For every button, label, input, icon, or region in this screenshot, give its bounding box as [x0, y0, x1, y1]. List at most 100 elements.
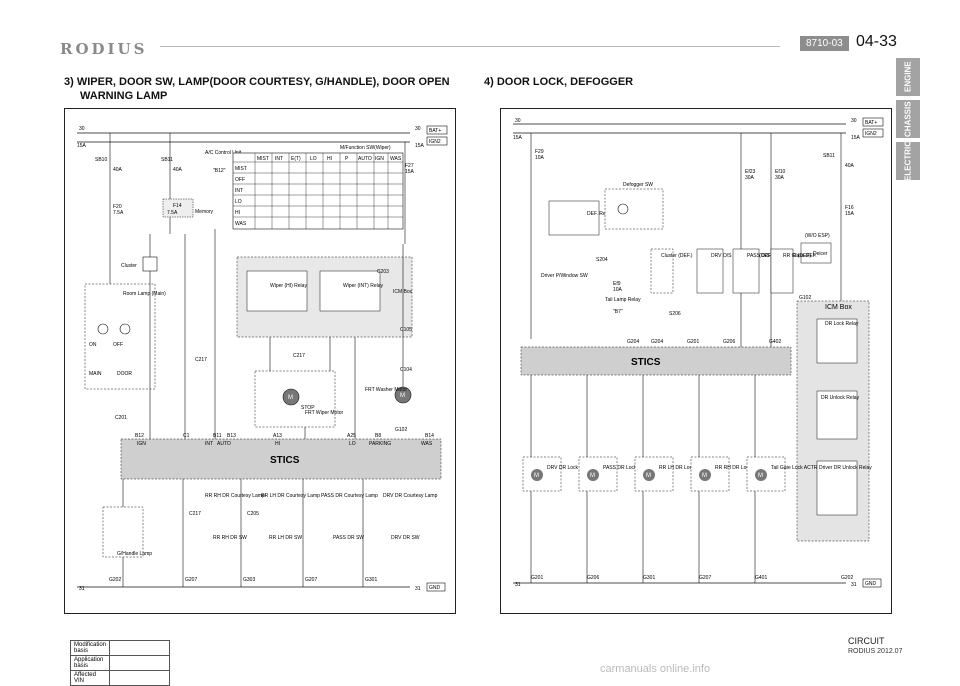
- stics-pinlabel-ign: IGN: [137, 441, 146, 447]
- wiper-int-relay: Wiper (INT) Relay: [343, 283, 384, 289]
- affected-vin: Affected VIN: [69, 670, 111, 686]
- actuator-pass: M PASS DR Lock ACTR: [578, 456, 652, 492]
- rail-15a-right-label: 15A: [415, 143, 425, 149]
- mfsw-row-hi: HI: [235, 210, 240, 216]
- fuse-ef10-amp: 30A: [775, 175, 785, 181]
- actuator-rrrh-motor-icon: M: [702, 473, 707, 479]
- r-rail-31-right-label: 31: [851, 582, 857, 588]
- stics-pin-b12: B12: [135, 433, 144, 439]
- actuator-pass-label: PASS DR Lock ACTR: [603, 465, 652, 471]
- fuse-sb11: SB11: [161, 157, 173, 163]
- ground-g201: G201: [531, 575, 543, 581]
- brand-logo: RODIUS: [60, 40, 148, 58]
- mfsw-col-ign: IGN: [375, 156, 384, 162]
- conn-c217-wiper: C217: [293, 353, 305, 359]
- stics-pinlabel-lo: LO: [349, 441, 356, 447]
- stics-pin-b8: B8: [375, 433, 381, 439]
- fuse-f27: F27: [405, 163, 414, 169]
- courtesy-lamp-drv: DRV DR Courtesy Lamp: [383, 493, 438, 499]
- rail-30-right-label: 30: [415, 126, 421, 132]
- conn-c201: C201: [115, 415, 127, 421]
- watermark: carmanuals online.info: [600, 663, 711, 675]
- fuse-sb10: SB10: [95, 157, 107, 163]
- frt-wiper-motor: FRT Wiper Motor: [305, 410, 343, 416]
- ground-g206-up: G206: [723, 339, 735, 345]
- actuator-rrrh: M RR RH DR Lock ACTR: [690, 456, 767, 492]
- rr-glass-def: RR Glass DEF.: [783, 253, 817, 259]
- fuse-f29: F29: [535, 149, 544, 155]
- fuse-sb11-r: SB11: [823, 153, 835, 159]
- mfsw-col-p: P: [345, 156, 349, 162]
- ac-control-unit: A/C Control Unit: [205, 150, 242, 156]
- conn-c104: C104: [400, 367, 412, 373]
- fuse-f14-amp: 7.5A: [167, 210, 178, 216]
- side-tab-chassis[interactable]: CHASSIS: [896, 100, 920, 138]
- mfsw-col-et: E(T): [291, 156, 301, 162]
- courtesy-sw-drv: DRV DR SW: [391, 535, 420, 541]
- ground-g102: G102: [395, 427, 407, 433]
- ground-g204-b: G204: [651, 339, 663, 345]
- r-bat-label: BAT+: [865, 120, 877, 126]
- conn-c217-left: C217: [195, 357, 207, 363]
- courtesy-rrrh: RR RH DR Courtesy Lamp RR RH DR SW G207: [182, 479, 265, 587]
- r-rail-15a-right-label: 15A: [851, 135, 861, 141]
- side-tab-engine[interactable]: ENGINE: [896, 58, 920, 96]
- fuse-f16: F16: [845, 205, 854, 211]
- courtesy-lamp-pass: PASS DR Courtesy Lamp: [321, 493, 378, 499]
- stics-pinlabel-int: INT: [205, 441, 213, 447]
- stics-pinlabel-auto: AUTO: [217, 441, 231, 447]
- actuator-rrlh: M RR LH DR Lock ACTR: [634, 456, 710, 492]
- ground-g401: G401: [755, 575, 767, 581]
- room-sw-main: MAIN: [89, 371, 102, 377]
- r-rail-30-label: 30: [515, 118, 521, 124]
- ign2-label: IGN2: [429, 139, 441, 145]
- wiper-door-lamp-diagram: 30 15A 30 15A BAT+ IGN2 31 31 GND SB10 4…: [64, 108, 456, 614]
- frt-washer-motor: FRT Washer Motor: [365, 387, 407, 393]
- mfsw-col-auto: AUTO: [358, 156, 372, 162]
- room-sw-on: ON: [89, 342, 97, 348]
- mfsw-col-lo: LO: [310, 156, 317, 162]
- actuator-drv-motor-icon: M: [534, 473, 539, 479]
- ground-g202-r: G202: [841, 575, 853, 581]
- courtesy-drv: DRV DR Courtesy Lamp DRV DR SW G301: [362, 479, 438, 587]
- modification-basis: Modification basis: [69, 640, 111, 656]
- actuator-rrlh-motor-icon: M: [646, 473, 651, 479]
- defogger-sw: Defogger SW: [623, 182, 653, 188]
- stics-label-right: STICS: [631, 357, 661, 368]
- dr-lock-relay: DR Lock Relay: [825, 321, 859, 327]
- actuator-pass-motor-icon: M: [590, 473, 595, 479]
- stics-pin-a25: A25: [347, 433, 356, 439]
- right-section-title: 4) DOOR LOCK, DEFOGGER: [484, 76, 634, 88]
- footer-circuit: CIRCUIT: [848, 636, 885, 646]
- courtesy-pass: PASS DR Courtesy Lamp PASS DR SW G207: [302, 479, 378, 587]
- room-sw-off: OFF: [113, 342, 123, 348]
- splice-s204: S204: [596, 257, 608, 263]
- driver-dr-unlock-relay: Driver DR Unlock Relay: [819, 465, 872, 471]
- stics-pinlabel-was: WAS: [421, 441, 433, 447]
- stics-pinlabel-hi: HI: [275, 441, 280, 447]
- dr-unlock-relay: DR Unlock Relay: [821, 395, 860, 401]
- conn-c205-courtesy: C205: [247, 511, 259, 517]
- mfsw-title: M/Function SW(Wiper): [340, 145, 391, 151]
- fuse-ef23-amp: 30A: [745, 175, 755, 181]
- memory-label: Memory: [195, 209, 214, 215]
- ground-g202: G202: [109, 577, 121, 583]
- rail-31-label: 31: [79, 586, 85, 592]
- side-tab-electric[interactable]: ELECTRIC: [896, 141, 920, 181]
- actuator-tailgate-motor-icon: M: [758, 473, 763, 479]
- courtesy-sw-pass: PASS DR SW: [333, 535, 364, 541]
- tail-lamp-relay: Tail Lamp Relay: [605, 297, 641, 303]
- cluster-def: Cluster (DEF.): [661, 253, 693, 259]
- driver-pwindow-sw: Driver P/Window SW: [541, 273, 588, 279]
- courtesy-lamp-rrrh: RR RH DR Courtesy Lamp: [205, 493, 265, 499]
- mfsw-col-was: WAS: [390, 156, 402, 162]
- splice-s206: S206: [669, 311, 681, 317]
- mfsw-col-hi: HI: [327, 156, 332, 162]
- affected-vin-value: [109, 670, 170, 686]
- conn-c203: C203: [377, 269, 389, 275]
- mfsw-col-int: INT: [275, 156, 283, 162]
- application-basis-value: [109, 655, 170, 671]
- gnd-label: GND: [429, 585, 441, 591]
- r-rail-30-right-label: 30: [851, 118, 857, 124]
- icm-box-r: ICM Box: [825, 304, 852, 311]
